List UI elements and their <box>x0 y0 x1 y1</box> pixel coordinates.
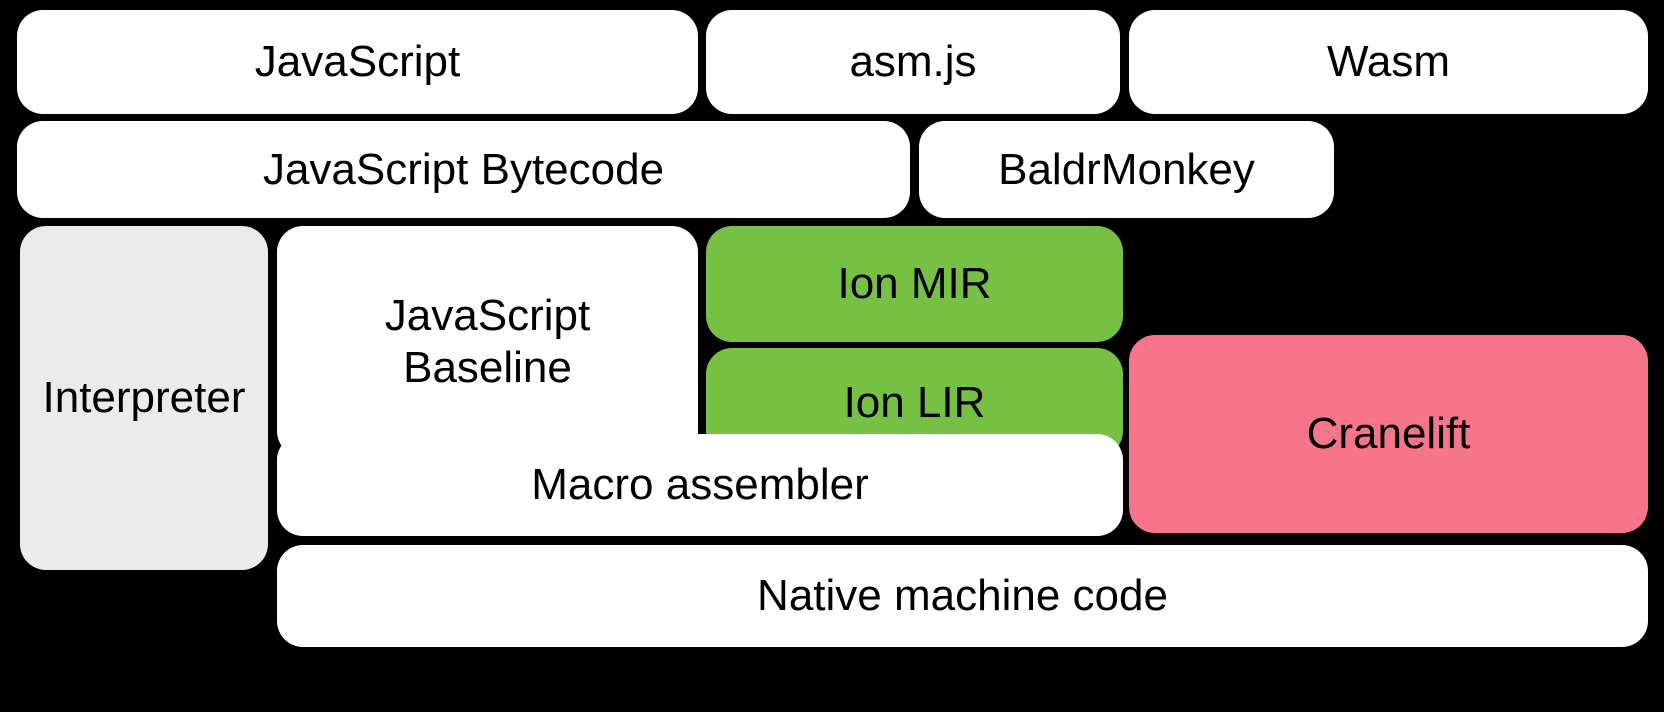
node-cranelift: Cranelift <box>1129 335 1648 533</box>
node-baldrmonkey: BaldrMonkey <box>919 121 1334 218</box>
node-javascript-bytecode: JavaScript Bytecode <box>17 121 910 218</box>
node-interpreter: Interpreter <box>20 226 268 570</box>
node-macro-assembler: Macro assembler <box>277 434 1123 536</box>
node-native-machine-code: Native machine code <box>277 545 1648 647</box>
node-ion-mir: Ion MIR <box>706 226 1123 342</box>
node-javascript-baseline: JavaScript Baseline <box>277 226 698 457</box>
node-wasm: Wasm <box>1129 10 1648 114</box>
node-asm-js: asm.js <box>706 10 1120 114</box>
node-javascript: JavaScript <box>17 10 698 114</box>
